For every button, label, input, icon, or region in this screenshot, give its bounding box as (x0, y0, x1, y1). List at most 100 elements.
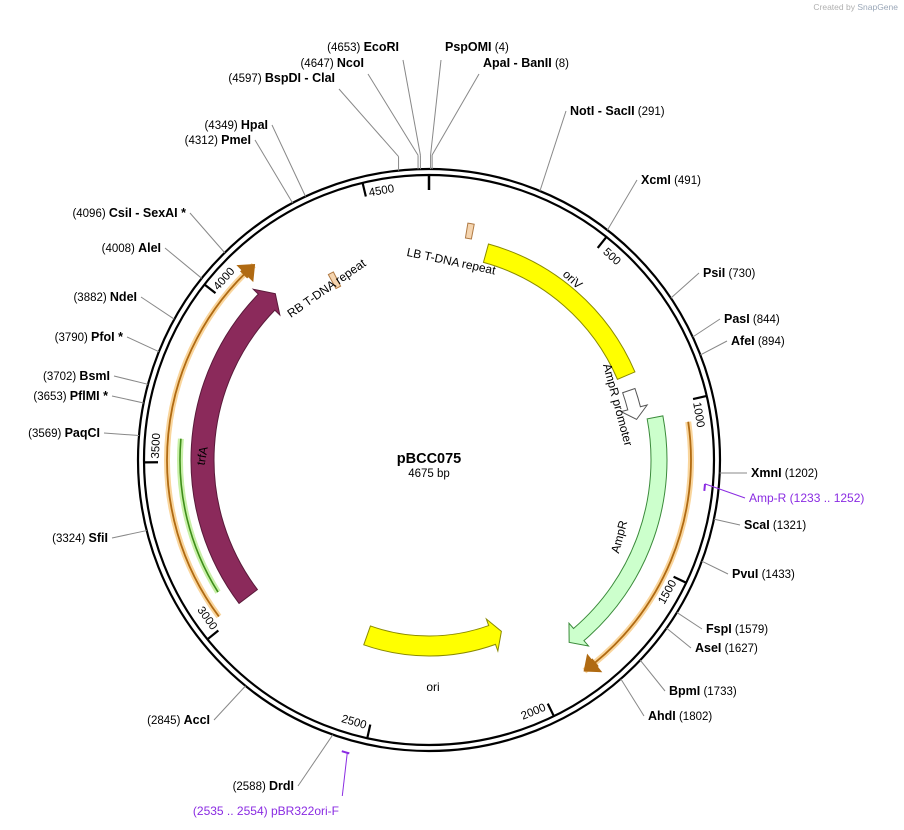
feature-rb-tdna (327, 271, 342, 290)
primer-name: Amp-R (749, 491, 790, 505)
site-leader (103, 432, 140, 436)
site-position: (8) (552, 58, 569, 70)
tick-label: 3500 (150, 433, 163, 459)
site-position: (844) (750, 314, 780, 326)
site-position: (4349) (204, 120, 240, 132)
site-position: (894) (755, 336, 785, 348)
feature-ori (363, 617, 502, 657)
site-label: (3702) BsmI (43, 369, 110, 383)
site-leader (297, 734, 334, 787)
site-leader (338, 88, 399, 157)
site-name: AleI (138, 241, 161, 255)
site-label: (2845) AccI (147, 713, 210, 727)
site-label: XcmI (491) (641, 173, 701, 187)
site-leader (666, 627, 692, 649)
feature-ampr-promoter (619, 387, 649, 421)
site-leader (254, 139, 294, 204)
site-name: PmeI (221, 133, 251, 147)
site-name: BspDI - ClaI (265, 71, 335, 85)
site-label: FspI (1579) (706, 622, 768, 636)
site-position: (1321) (770, 520, 807, 532)
site-position: (3882) (73, 292, 109, 304)
tick-label: 2500 (340, 713, 368, 732)
site-label-layer: (4653) EcoRI(4647) NcoI(4597) BspDI - Cl… (28, 40, 864, 818)
site-position: (4647) (300, 58, 336, 70)
scale-tick (361, 182, 367, 197)
site-position: (291) (635, 106, 665, 118)
site-name: AccI (184, 713, 210, 727)
credit-brand: SnapGene (857, 2, 898, 12)
site-name: PasI (724, 312, 750, 326)
trfa-green-arc (179, 438, 219, 593)
site-leader (539, 110, 567, 192)
site-label: NotI - SacII (291) (570, 104, 665, 118)
site-position: (1627) (721, 643, 758, 655)
primer-range: (2535 .. 2554) (193, 804, 271, 818)
site-leader (430, 59, 442, 156)
site-leader (606, 179, 638, 231)
site-position: (1433) (758, 569, 795, 581)
site-name: FspI (706, 622, 732, 636)
site-position: (3790) (55, 332, 91, 344)
site-label: ApaI - BanII (8) (483, 56, 569, 70)
site-label: (4312) PmeI (185, 133, 251, 147)
site-position: (491) (671, 175, 701, 187)
site-name: EcoRI (364, 40, 399, 54)
site-label: (4096) CsiI - SexAI * (72, 206, 186, 220)
site-label: AfeI (894) (731, 334, 785, 348)
site-name: PvuI (732, 567, 758, 581)
orf-arc (166, 264, 255, 618)
site-leader (431, 73, 480, 156)
site-name: NdeI (110, 290, 137, 304)
site-label: ScaI (1321) (744, 518, 806, 532)
site-name: XmnI (751, 466, 782, 480)
site-name: BpmI (669, 684, 700, 698)
site-name: PsiI (703, 266, 725, 280)
site-leader (367, 73, 419, 156)
site-leader (670, 272, 700, 299)
tick-label: 500 (600, 246, 622, 268)
site-label: XmnI (1202) (751, 466, 818, 480)
site-leader (140, 296, 175, 320)
site-name: PflMI * (70, 389, 108, 403)
site-position: (730) (725, 268, 755, 280)
site-position: (1802) (676, 711, 713, 723)
site-label: (4647) NcoI (300, 56, 364, 70)
plasmid-name: pBCC075 (397, 451, 461, 467)
scale-tick (692, 394, 707, 401)
site-name: DrdI (269, 779, 294, 793)
label-ampr: AmpR (608, 519, 630, 555)
site-position: (1733) (700, 686, 737, 698)
site-name: SfiI (89, 531, 108, 545)
site-position: (4) (492, 42, 509, 54)
tick-label: 4500 (368, 183, 395, 199)
site-leader (620, 678, 645, 717)
tick-label: 1000 (690, 401, 706, 428)
site-leader (713, 518, 741, 526)
site-position: (1202) (782, 468, 819, 480)
primer-amp-r-label: Amp-R (1233 .. 1252) (749, 491, 864, 505)
site-position: (4312) (185, 135, 221, 147)
site-leader (111, 395, 144, 404)
site-leader-layer (103, 59, 748, 787)
site-name: AfeI (731, 334, 755, 348)
primer-ori-label: (2535 .. 2554) pBR322ori-F (193, 804, 339, 818)
scale-tick (206, 629, 220, 641)
site-name: ApaI - BanII (483, 56, 552, 70)
backbone-inner (142, 173, 716, 747)
site-label: (3324) SfiI (52, 531, 108, 545)
site-leader (692, 318, 721, 338)
orf-arc (583, 421, 692, 672)
site-position: (2845) (147, 715, 183, 727)
site-label: (3882) NdeI (73, 290, 137, 304)
primer-amp-r-mark (703, 483, 706, 492)
site-leader (189, 212, 226, 254)
site-leader (113, 375, 149, 385)
site-position: (4653) (327, 42, 363, 54)
site-leader (126, 336, 160, 353)
site-label: PspOMI (4) (445, 40, 509, 54)
feature-lb-tdna (464, 222, 475, 240)
annotation-layer (164, 262, 694, 674)
plasmid-size: 4675 bp (408, 468, 450, 480)
